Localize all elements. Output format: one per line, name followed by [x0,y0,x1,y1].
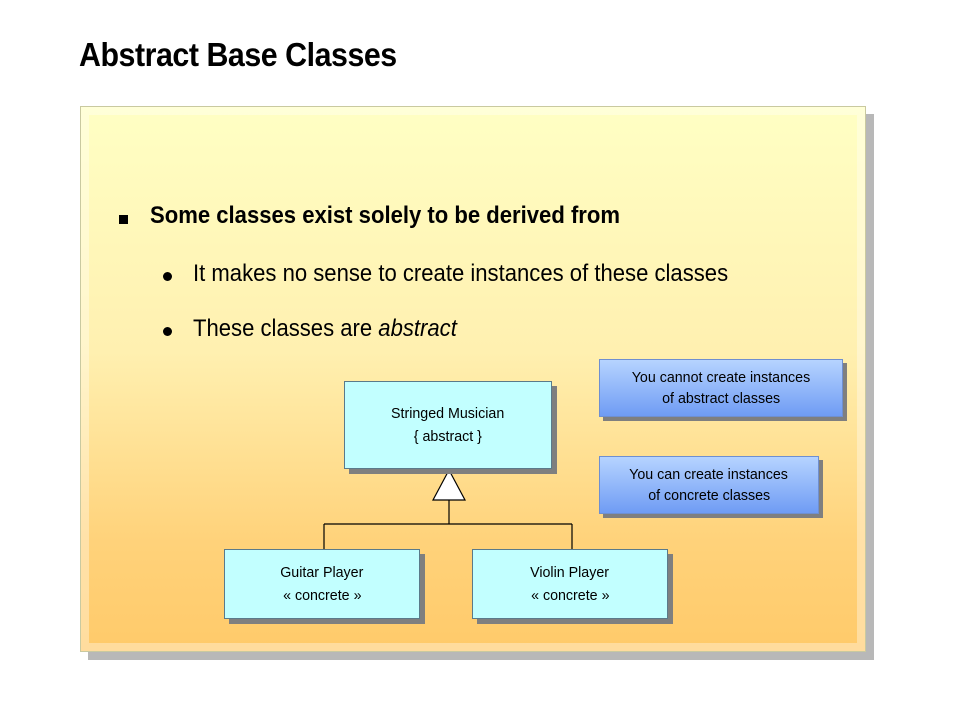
inheritance-arrow-icon [432,468,466,501]
bullet-sub-1: It makes no sense to create instances of… [193,260,729,287]
class-name: Stringed Musician [391,405,505,422]
class-stereotype: « concrete » [282,587,362,604]
note-line-2: of abstract classes [661,390,781,407]
class-stereotype: { abstract } [413,428,483,445]
bullet-sub-2: These classes are abstract [193,315,457,343]
class-box-guitar-player: Guitar Player « concrete » [224,549,420,619]
class-name: Violin Player [530,564,610,581]
class-name: Guitar Player [280,564,364,581]
bullet-sub-2-text: These classes are [193,315,379,342]
note-abstract-classes: You cannot create instances of abstract … [599,359,843,417]
note-line-1: You cannot create instances [631,369,811,386]
square-bullet-icon [119,215,128,224]
note-line-2: of concrete classes [648,487,770,504]
note-line-1: You can create instances [629,466,789,483]
slide-title: Abstract Base Classes [79,36,397,73]
note-concrete-classes: You can create instances of concrete cla… [599,456,819,514]
class-stereotype: « concrete » [530,587,610,604]
class-box-violin-player: Violin Player « concrete » [472,549,668,619]
bullet-main: Some classes exist solely to be derived … [150,202,621,229]
round-bullet-icon [163,327,172,336]
round-bullet-icon [163,272,172,281]
bullet-sub-2-emphasis: abstract [378,315,457,342]
class-box-stringed-musician: Stringed Musician { abstract } [344,381,552,469]
